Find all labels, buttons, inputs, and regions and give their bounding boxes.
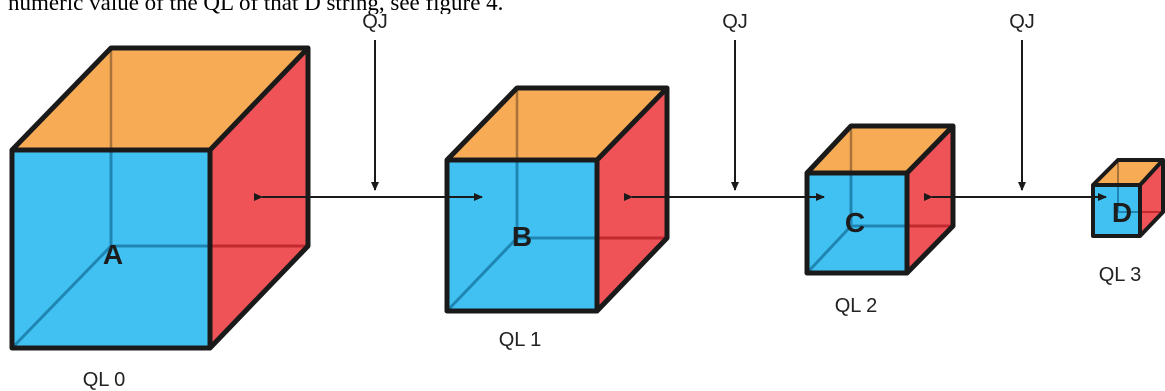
cube-a-label: A <box>103 239 123 270</box>
qj-label-2: QJ <box>722 11 748 33</box>
cube-c: C <box>804 123 956 276</box>
qj-arrow-3: QJ <box>1009 11 1035 191</box>
cube-c-label: C <box>845 207 865 238</box>
qj-arrow-1: QJ <box>362 11 388 191</box>
qj-label-3: QJ <box>1009 11 1035 33</box>
figure-caption-text: numeric value of the QL of that D string… <box>8 0 504 14</box>
ql-3-label: QL 3 <box>1099 264 1142 286</box>
ql-1-label: QL 1 <box>499 329 542 351</box>
cube-b: B <box>444 85 670 314</box>
qj-arrow-2: QJ <box>722 11 748 191</box>
cube-b-label: B <box>512 221 532 252</box>
qj-label-1: QJ <box>362 11 388 33</box>
cube-d-label: D <box>1112 197 1132 228</box>
ql-0-label: QL 0 <box>83 369 126 391</box>
ql-2-label: QL 2 <box>835 295 878 317</box>
